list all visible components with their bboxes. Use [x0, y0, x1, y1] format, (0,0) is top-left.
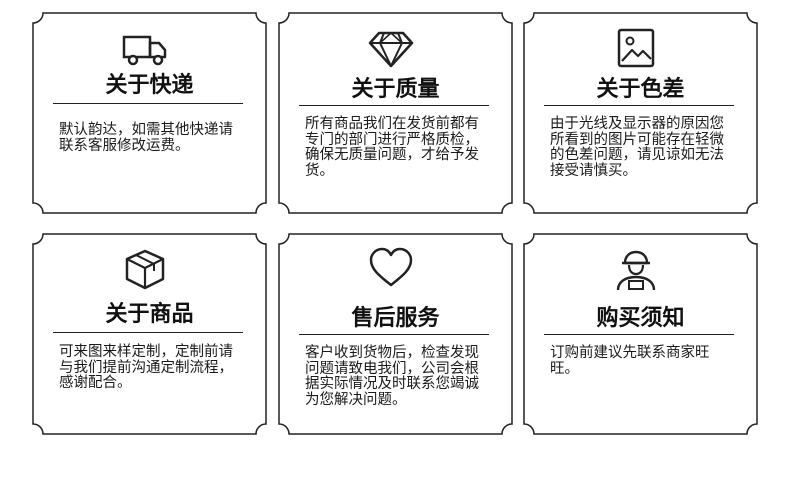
package-box-icon	[125, 249, 165, 290]
card-title: 购买须知	[596, 306, 685, 331]
card-body: 客户收到货物后，检查发现问题请致电我们，公司会根据实际情况及时联系您竭诚为您解决…	[305, 345, 479, 408]
divider	[299, 334, 489, 335]
diamond-icon	[368, 31, 414, 68]
heart-icon	[369, 247, 413, 287]
card-body: 默认韵达，如需其他快递请联系客服修改运费。	[59, 122, 233, 154]
card-body: 订购前建议先联系商家旺旺。	[550, 345, 710, 377]
divider	[53, 332, 243, 333]
info-card-quality: 关于质量 所有商品我们在发货前都有专门的部门进行严格质检，确保无质量问题，才给予…	[278, 12, 513, 214]
info-card-color: 关于色差 由于光线及显示器的原因您所看到的图片可能存在轻微的色差问题，请见谅如无…	[523, 12, 758, 214]
card-frame	[32, 12, 267, 214]
truck-icon	[122, 35, 167, 66]
info-card-after-sales: 售后服务 客户收到货物后，检查发现问题请致电我们，公司会根据实际情况及时联系您竭…	[278, 233, 513, 435]
card-title: 关于快递	[105, 73, 194, 98]
card-body: 可来图来样定制，定制前请与我们提前沟通定制流程，感谢配合。	[59, 344, 233, 391]
info-card-product: 关于商品 可来图来样定制，定制前请与我们提前沟通定制流程，感谢配合。	[32, 233, 267, 435]
shopper-icon	[616, 250, 656, 291]
divider	[53, 103, 243, 104]
card-body: 由于光线及显示器的原因您所看到的图片可能存在轻微的色差问题，请见谅如无法接受请慎…	[550, 116, 724, 179]
card-title: 售后服务	[351, 306, 440, 331]
divider	[544, 334, 734, 335]
card-title: 关于质量	[351, 77, 440, 102]
card-frame	[523, 12, 758, 214]
info-card-purchase-notice: 购买须知 订购前建议先联系商家旺旺。	[523, 233, 758, 435]
card-title: 关于商品	[105, 302, 194, 327]
image-icon	[617, 28, 655, 68]
divider	[299, 105, 489, 106]
divider	[544, 105, 734, 106]
card-frame	[278, 12, 513, 214]
info-card-delivery: 关于快递 默认韵达，如需其他快递请联系客服修改运费。	[32, 12, 267, 214]
card-title: 关于色差	[596, 77, 685, 102]
card-frame	[32, 233, 267, 435]
card-body: 所有商品我们在发货前都有专门的部门进行严格质检，确保无质量问题，才给予发货。	[305, 116, 479, 179]
